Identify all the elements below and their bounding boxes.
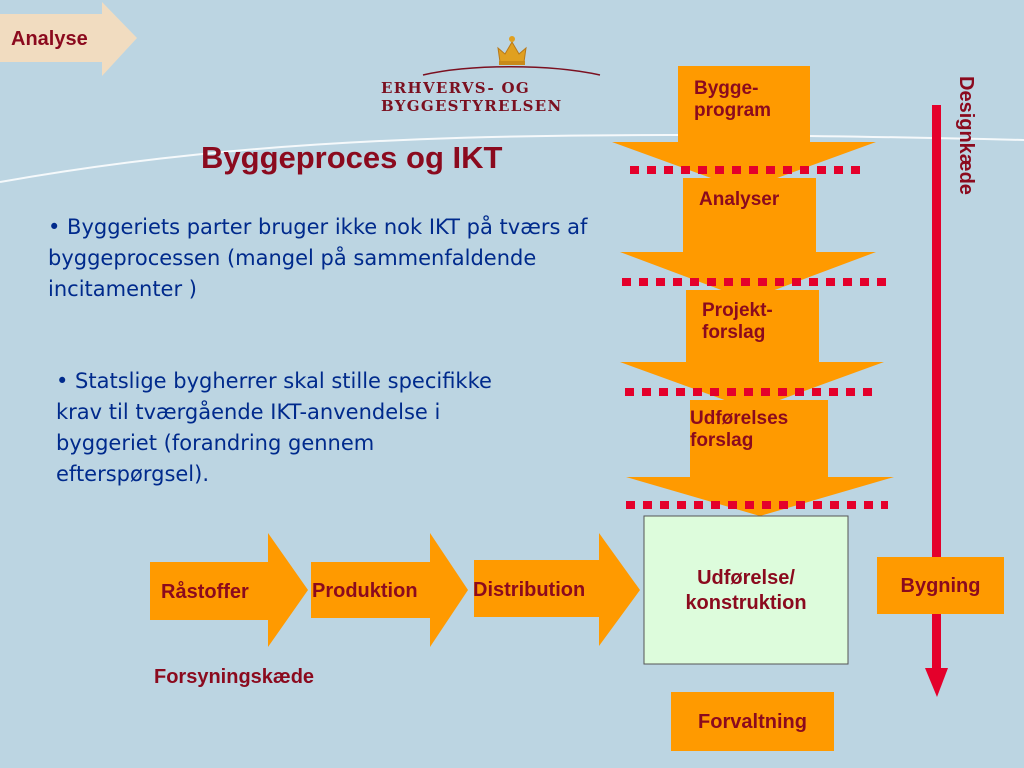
design-chain-arrow-shaft xyxy=(932,105,941,675)
management-box xyxy=(671,692,834,751)
design-step-analyser: Analyser xyxy=(699,189,780,210)
design-step-byggeprogram: Bygge- program xyxy=(694,78,772,121)
supply-step-distribution: Distribution xyxy=(473,579,586,601)
design-chain-label: Designkæde xyxy=(955,76,977,195)
design-arrow-byggeprogram xyxy=(612,66,876,190)
logo-swoosh xyxy=(422,66,601,76)
supply-arrow-raastoffer xyxy=(150,533,308,647)
design-arrow-udfoerelsesforslag xyxy=(626,400,894,516)
building-box xyxy=(877,557,1004,614)
design-step-udfoerelsesforslag: Udførelses forslag xyxy=(690,408,789,451)
supply-chain-label: Forsyningskæde xyxy=(154,666,315,688)
execution-label: Udførelse/ konstruktion xyxy=(685,567,807,614)
org-name: Erhvervs- og Byggestyrelsen xyxy=(381,79,563,115)
design-arrow-analyser xyxy=(620,178,876,300)
background-arc xyxy=(0,134,1024,183)
slide-title: Byggeproces og IKT xyxy=(201,140,503,175)
bullet-2: • Statslige bygherrer skal stille specif… xyxy=(56,369,492,486)
design-arrow-projektforslag xyxy=(620,290,884,410)
supply-step-raastoffer: Råstoffer xyxy=(161,581,249,603)
design-step-projektforslag: Projekt- forslag xyxy=(702,300,773,343)
supply-arrow-produktion xyxy=(311,533,468,647)
nav-section-label[interactable]: Analyse xyxy=(11,28,88,50)
supply-step-produktion: Produktion xyxy=(312,580,418,602)
management-label: Forvaltning xyxy=(698,711,807,733)
crown-logo-icon xyxy=(497,36,527,65)
execution-box xyxy=(643,515,849,665)
design-chain-arrow-head xyxy=(925,668,948,697)
building-label: Bygning xyxy=(900,575,981,597)
supply-arrow-distribution xyxy=(474,533,640,646)
nav-arrow-shape[interactable] xyxy=(0,2,137,76)
bullet-1: • Byggeriets parter bruger ikke nok IKT … xyxy=(48,215,588,301)
